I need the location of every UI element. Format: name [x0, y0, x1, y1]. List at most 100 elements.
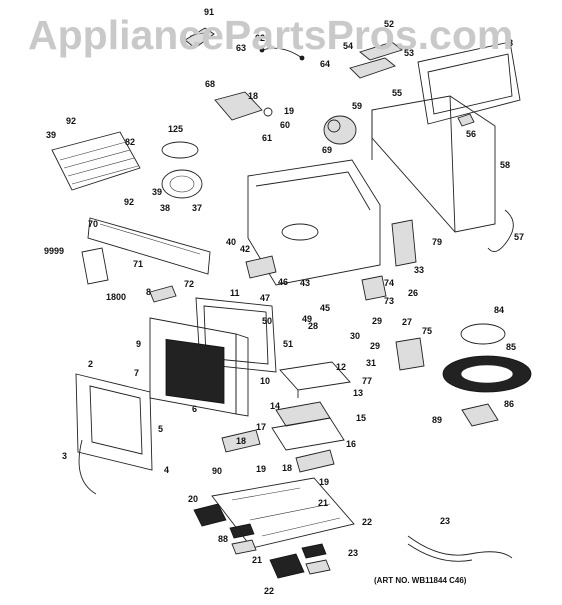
callout-42: 42: [240, 244, 250, 254]
callout-2: 2: [88, 359, 93, 369]
part-56-drawing: [457, 113, 475, 127]
callout-88: 88: [218, 534, 228, 544]
part-72-drawing: [149, 285, 177, 303]
callout-21: 21: [252, 555, 262, 565]
callout-50: 50: [262, 316, 272, 326]
part-9-drawing: [149, 317, 237, 415]
callout-56: 56: [466, 129, 476, 139]
part-52-53-54-drawing: [349, 41, 403, 79]
callout-75: 75: [422, 326, 432, 336]
callout-57: 57: [514, 232, 524, 242]
callout-39: 39: [152, 187, 162, 197]
callout-19: 19: [284, 106, 294, 116]
callout-90: 90: [212, 466, 222, 476]
part-75-drawing: [395, 337, 425, 371]
callout-22: 22: [362, 517, 372, 527]
callout-4: 4: [164, 465, 169, 475]
part-91-drawing: [184, 27, 215, 49]
callout-74: 74: [384, 278, 394, 288]
callout-85: 85: [506, 342, 516, 352]
part-88-wire-drawing: [407, 543, 473, 562]
callout-14: 14: [270, 401, 280, 411]
cavity-drawing: [247, 159, 381, 286]
part-10-drawing: [235, 333, 249, 417]
part-13-drawing: [279, 361, 351, 398]
part-86-drawing: [461, 403, 499, 427]
callout-21: 21: [318, 498, 328, 508]
callout-6: 6: [192, 404, 197, 414]
callout-71: 71: [133, 259, 143, 269]
callout-82: 82: [125, 137, 135, 147]
callout-86: 86: [504, 399, 514, 409]
part-64-drawing: [259, 47, 305, 61]
callout-26: 26: [408, 288, 418, 298]
callout-46: 46: [278, 277, 288, 287]
callout-16: 16: [346, 439, 356, 449]
callout-10: 10: [260, 376, 270, 386]
callout-23: 23: [440, 516, 450, 526]
callout-52: 52: [384, 19, 394, 29]
callout-72: 72: [184, 279, 194, 289]
callout-39: 39: [46, 130, 56, 140]
part-2-drawing: [75, 373, 153, 471]
callout-13: 13: [353, 388, 363, 398]
part-58-drawing: [371, 95, 496, 233]
part-79-drawing: [391, 219, 417, 267]
callout-60: 60: [280, 120, 290, 130]
part-85-drawing: [442, 355, 532, 393]
callout-30: 30: [350, 331, 360, 341]
callout-22: 22: [264, 586, 274, 596]
part-16-drawing: [271, 417, 345, 451]
callout-92: 92: [124, 197, 134, 207]
callout-8: 8: [508, 38, 513, 48]
callout-9: 9: [136, 339, 141, 349]
callout-69: 69: [322, 145, 332, 155]
part-20-drawing: [211, 477, 355, 549]
part-23-drawing: [231, 539, 331, 575]
callout-59: 59: [352, 101, 362, 111]
callout-18: 18: [282, 463, 292, 473]
callout-62: 62: [255, 33, 265, 43]
callout-92: 92: [66, 116, 76, 126]
callout-63: 63: [236, 43, 246, 53]
part-68-drawing: [214, 91, 263, 121]
callout-12: 12: [336, 362, 346, 372]
callout-28: 28: [308, 321, 318, 331]
watermark: AppliancePartsPros.com: [28, 12, 514, 58]
callout-19: 19: [256, 464, 266, 474]
part-59-drawing: [323, 115, 357, 145]
callout-15: 15: [356, 413, 366, 423]
callout-23: 23: [348, 548, 358, 558]
part-37-drawing: [161, 169, 203, 199]
callout-19: 19: [319, 477, 329, 487]
part-3-drawing: [78, 439, 97, 495]
callout-29: 29: [370, 341, 380, 351]
part-19-drawing: [263, 107, 273, 117]
callout-29: 29: [372, 316, 382, 326]
callout-55: 55: [392, 88, 402, 98]
callout-45: 45: [320, 303, 330, 313]
callout-40: 40: [226, 237, 236, 247]
callout-9999: 9999: [44, 246, 64, 256]
callout-64: 64: [320, 59, 330, 69]
callout-53: 53: [404, 48, 414, 58]
callout-47: 47: [260, 293, 270, 303]
part-70-drawing: [87, 217, 211, 275]
callout-33: 33: [414, 265, 424, 275]
callout-49: 49: [302, 314, 312, 324]
callout-17: 17: [256, 422, 266, 432]
callout-7: 7: [134, 368, 139, 378]
part-22-drawing: [229, 523, 327, 559]
part-88-drawing: [407, 535, 513, 559]
callout-18: 18: [236, 436, 246, 446]
part-73-drawing: [361, 275, 387, 301]
part-21-drawing: [193, 503, 305, 579]
callout-77: 77: [362, 376, 372, 386]
callout-73: 73: [384, 296, 394, 306]
callout-3: 3: [62, 451, 67, 461]
callout-58: 58: [500, 160, 510, 170]
part-11-drawing: [195, 297, 277, 373]
part-57-drawing: [487, 209, 514, 253]
